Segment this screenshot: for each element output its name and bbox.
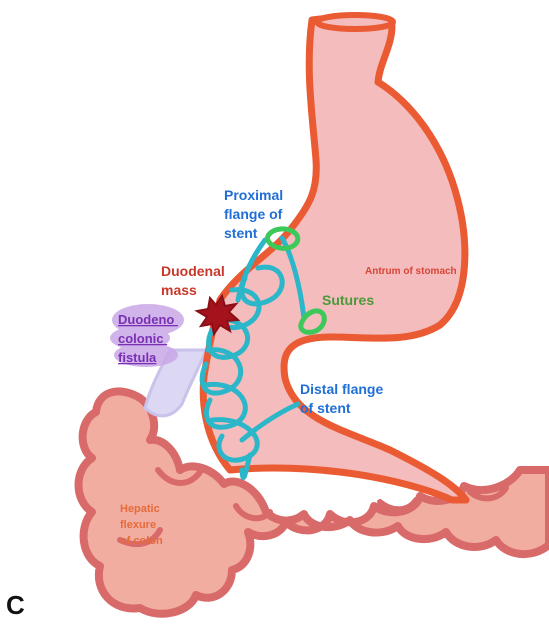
duodenal-mass-label: Duodenal mass [161,263,229,298]
sutures-label: Sutures [322,292,374,308]
hepatic-flexure-label: Hepatic flexure of colon [120,503,163,547]
distal-flange-label: Distal flange of stent [300,381,387,416]
proximal-flange-label: Proximal flange of stent [224,187,287,241]
panel-letter: C [6,590,25,620]
stomach-proximal-opening [317,15,393,29]
antrum-label: Antrum of stomach [365,266,457,277]
